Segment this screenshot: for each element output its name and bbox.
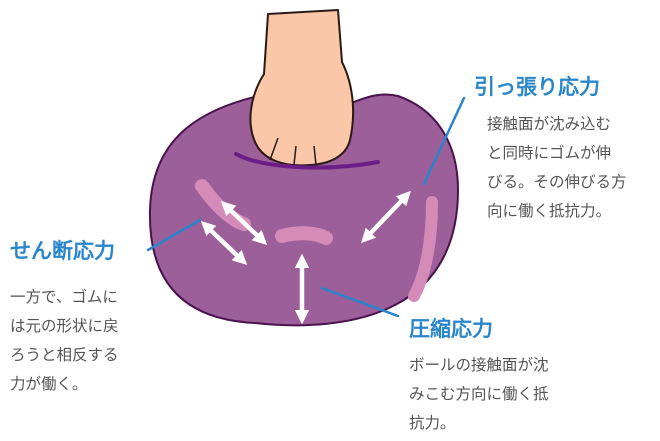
shear-stress-description: 一方で、ゴムに は元の形状に戻 ろうと相反する 力が働く。 [10,283,170,399]
tension-arrow [361,190,411,244]
tension-stress-description: 接触面が沈み込む と同時にゴムが伸 びる。その伸びる方 向に働く抵抗力。 [487,110,657,226]
description-line: みこむ方向に働く抵 [409,385,549,403]
tension-leader-line [422,96,466,186]
description-line: 向に働く抵抗力。 [487,202,612,220]
tension-stress-title: 引っ張り応力 [474,75,600,99]
description-line: ろうと相反する [10,346,119,364]
ball-highlight-right [408,196,438,302]
description-line: 抗力。 [409,414,456,432]
description-line: は元の形状に戻 [10,317,119,335]
compression-stress-description: ボールの接触面が沈 みこむ方向に働く抵 抗力。 [409,351,619,438]
ball-highlight-center [275,226,333,245]
description-line: ボールの接触面が沈 [409,356,549,374]
description-line: びる。その伸びる方 [487,173,627,191]
hand [249,9,355,167]
contact-indent-line [234,152,380,170]
compression-leader-line [320,286,400,318]
shear-arrow-lower [200,221,248,265]
shear-stress-title: せん断応力 [10,239,115,263]
hand-finger-line-2 [293,145,297,166]
description-line: 力が働く。 [10,375,88,393]
compression-stress-title: 圧縮応力 [409,317,493,341]
description-line: と同時にゴムが伸 [487,144,612,162]
rubber-ball [148,93,460,327]
description-line: 一方で、ゴムに [10,288,118,306]
hand-finger-line-1 [269,137,279,161]
description-line: 接触面が沈み込む [487,115,612,133]
hand-finger-line-3 [313,145,317,166]
shear-leader-line [146,218,202,252]
